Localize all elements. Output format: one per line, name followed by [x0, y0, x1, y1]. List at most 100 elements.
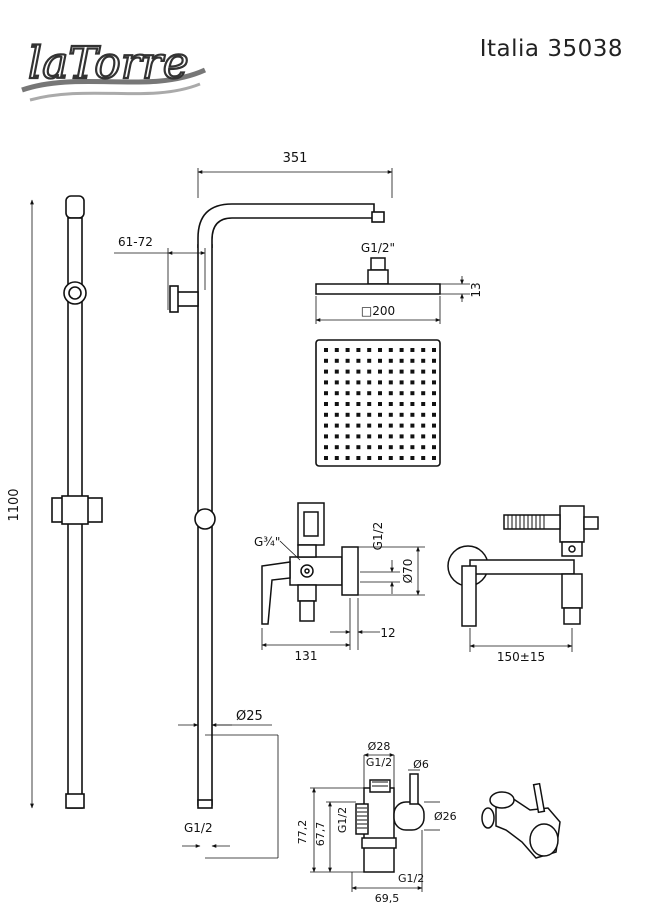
nozzle: [378, 445, 382, 450]
height-label: 1100: [7, 488, 22, 521]
nozzle: [421, 380, 426, 385]
nozzle: [367, 434, 372, 439]
diverter-diameter-label: Ø28: [368, 740, 391, 753]
nozzle: [378, 434, 382, 439]
nozzle: [432, 391, 436, 396]
nozzle: [334, 423, 339, 428]
nozzle: [421, 456, 426, 460]
nozzle: [356, 434, 361, 439]
nozzle: [432, 412, 436, 417]
pipe-diameter-label: Ø25: [236, 709, 263, 724]
nozzle: [345, 412, 350, 417]
diverter-body-diameter-label: Ø26: [434, 810, 457, 823]
nozzle: [399, 369, 404, 374]
nozzle: [378, 391, 382, 396]
brand-logo: laTorre: [21, 37, 207, 102]
nozzle: [410, 391, 415, 396]
nozzle: [410, 456, 415, 460]
shower-column: [169, 203, 385, 809]
nozzle: [378, 402, 382, 406]
nozzle: [378, 358, 382, 363]
nozzle: [399, 348, 404, 352]
nozzle: [367, 369, 372, 374]
nozzle: [410, 380, 415, 385]
nozzle: [410, 434, 415, 439]
nozzle: [399, 380, 404, 385]
diverter-3d-view: [481, 782, 561, 859]
nozzle: [378, 456, 382, 460]
diverter-bottom-thread-label: G1/2: [398, 872, 424, 885]
nozzle: [324, 412, 328, 417]
arm-dimension: [197, 168, 393, 198]
slide-rail: [30, 195, 103, 809]
arm-length-label: 351: [283, 151, 308, 166]
nozzle: [378, 380, 382, 385]
mixer-depth-label: 131: [295, 649, 318, 663]
nozzle: [324, 434, 328, 439]
nozzle: [410, 358, 415, 363]
nozzle: [410, 423, 415, 428]
bottom-thread-label: G1/2: [184, 821, 213, 835]
nozzle: [324, 380, 328, 385]
nozzle: [410, 369, 415, 374]
wall-distance-dimension: [114, 248, 206, 310]
mixer-front: [447, 505, 599, 627]
nozzle: [345, 380, 350, 385]
nozzle: [356, 423, 361, 428]
nozzle: [432, 434, 436, 439]
nozzle: [356, 348, 361, 352]
nozzle: [421, 445, 426, 450]
nozzle: [334, 369, 339, 374]
nozzle: [356, 391, 361, 396]
nozzle: [367, 348, 372, 352]
nozzle: [410, 445, 415, 450]
nozzle: [399, 434, 404, 439]
diverter-detail: [355, 773, 425, 873]
nozzle: [421, 402, 426, 406]
nozzle: [421, 358, 426, 363]
nozzle: [432, 348, 436, 352]
head-size-label: □200: [361, 304, 395, 318]
nozzle: [345, 402, 350, 406]
nozzle: [410, 348, 415, 352]
nozzle: [356, 402, 361, 406]
center-distance-label: 150±15: [497, 650, 545, 664]
outlet-thread-label: G1/2: [371, 522, 385, 551]
nozzle: [324, 445, 328, 450]
nozzle: [324, 369, 328, 374]
nozzle: [399, 445, 404, 450]
diverter-width-label: 69,5: [375, 892, 400, 905]
nozzle: [432, 402, 436, 406]
nozzle: [345, 445, 350, 450]
nozzle: [421, 348, 426, 352]
nozzle: [399, 391, 404, 396]
nozzle: [378, 369, 382, 374]
nozzle: [367, 358, 372, 363]
nozzle: [421, 434, 426, 439]
shower-head-top: [315, 339, 441, 467]
brand-logo-text: laTorre: [28, 38, 189, 89]
nozzle: [388, 358, 393, 363]
shower-head-side: [315, 257, 441, 295]
diverter-height-b-label: 67,7: [314, 822, 327, 847]
nozzle: [367, 402, 372, 406]
nozzle: [432, 445, 436, 450]
nozzle: [388, 456, 393, 460]
nozzle: [388, 391, 393, 396]
nozzle: [345, 434, 350, 439]
nozzle: [399, 358, 404, 363]
nozzle: [345, 358, 350, 363]
nozzle: [378, 423, 382, 428]
nozzle: [388, 423, 393, 428]
nozzle: [421, 391, 426, 396]
nozzle: [399, 423, 404, 428]
nozzle: [324, 423, 328, 428]
nozzle: [421, 369, 426, 374]
nozzle: [324, 456, 328, 460]
nozzle: [345, 369, 350, 374]
nozzle: [334, 391, 339, 396]
nozzle: [399, 412, 404, 417]
nozzle: [388, 445, 393, 450]
nozzle: [432, 456, 436, 460]
nozzle: [367, 391, 372, 396]
